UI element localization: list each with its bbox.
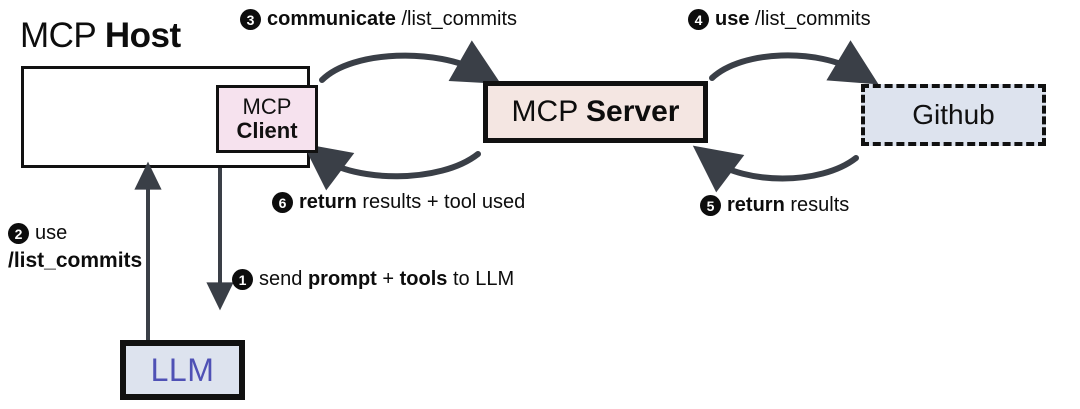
step-5-text-plain: results bbox=[784, 194, 850, 216]
step-3-text: communicate /list_commits bbox=[267, 8, 517, 31]
mcp-client-label-line2: Client bbox=[236, 118, 298, 143]
step-1-text-c: to LLM bbox=[447, 268, 515, 290]
step-3-label: 3 communicate /list_commits bbox=[240, 8, 517, 31]
llm-box[interactable]: LLM bbox=[120, 340, 245, 400]
step-3-text-bold: communicate bbox=[267, 8, 396, 30]
step-1-text-a: send bbox=[259, 268, 308, 290]
step-3-badge: 3 bbox=[240, 9, 261, 30]
arrow-step3-client-to-server bbox=[319, 40, 501, 84]
step-6-text-bold: return bbox=[299, 191, 357, 213]
step-6-badge: 6 bbox=[272, 192, 293, 213]
step-1-label: 1 send prompt + tools to LLM bbox=[232, 268, 514, 291]
mcp-host-title: MCP Host bbox=[20, 16, 181, 56]
step-1-badge: 1 bbox=[232, 269, 253, 290]
step-1-text-bold-a: prompt bbox=[307, 268, 377, 290]
mcp-server-label-prefix: MCP bbox=[511, 95, 587, 128]
step-4-text-plain: /list_commits bbox=[749, 8, 871, 30]
step-1-text: send prompt + tools to LLM bbox=[259, 268, 514, 291]
step-4-text-bold: use bbox=[715, 8, 750, 30]
step-3-text-plain: /list_commits bbox=[395, 8, 518, 30]
step-5-badge: 5 bbox=[700, 195, 721, 216]
step-4-badge: 4 bbox=[688, 9, 709, 30]
github-box[interactable]: Github bbox=[861, 84, 1046, 146]
step-5-label: 5 return results bbox=[700, 194, 849, 217]
mcp-server-label: MCP Server bbox=[512, 95, 680, 129]
step-6-text: return results + tool used bbox=[299, 191, 525, 214]
step-2-line2: /list_commits bbox=[8, 249, 143, 272]
mcp-server-box[interactable]: MCP Server bbox=[483, 81, 708, 143]
arrow-step4-server-to-github bbox=[709, 40, 879, 85]
step-6-label: 6 return results + tool used bbox=[272, 191, 525, 214]
mcp-host-title-prefix: MCP bbox=[20, 16, 105, 55]
github-label: Github bbox=[912, 99, 995, 130]
step-5-text: return results bbox=[727, 194, 849, 217]
step-2-badge: 2 bbox=[8, 223, 29, 244]
step-5-text-bold: return bbox=[727, 194, 785, 216]
step-1-text-bold-b: tools bbox=[399, 268, 448, 290]
step-4-text: use /list_commits bbox=[715, 8, 871, 31]
mcp-server-label-bold: Server bbox=[586, 95, 680, 128]
step-4-label: 4 use /list_commits bbox=[688, 8, 871, 31]
arrow-step5-github-to-server bbox=[692, 145, 859, 193]
mcp-client-box[interactable]: MCP Client bbox=[216, 85, 318, 153]
step-6-text-plain: results + tool used bbox=[356, 191, 526, 213]
mcp-host-title-bold: Host bbox=[104, 16, 181, 55]
llm-label: LLM bbox=[150, 351, 215, 388]
mcp-client-label-line1: MCP bbox=[242, 94, 292, 120]
step-1-text-b: + bbox=[376, 268, 400, 290]
step-2-text-plain: use bbox=[35, 222, 68, 244]
step-2-line1: 2 use bbox=[8, 222, 142, 245]
step-2-label: 2 use /list_commits bbox=[8, 222, 142, 273]
arrow-step6-server-to-client bbox=[302, 143, 481, 191]
